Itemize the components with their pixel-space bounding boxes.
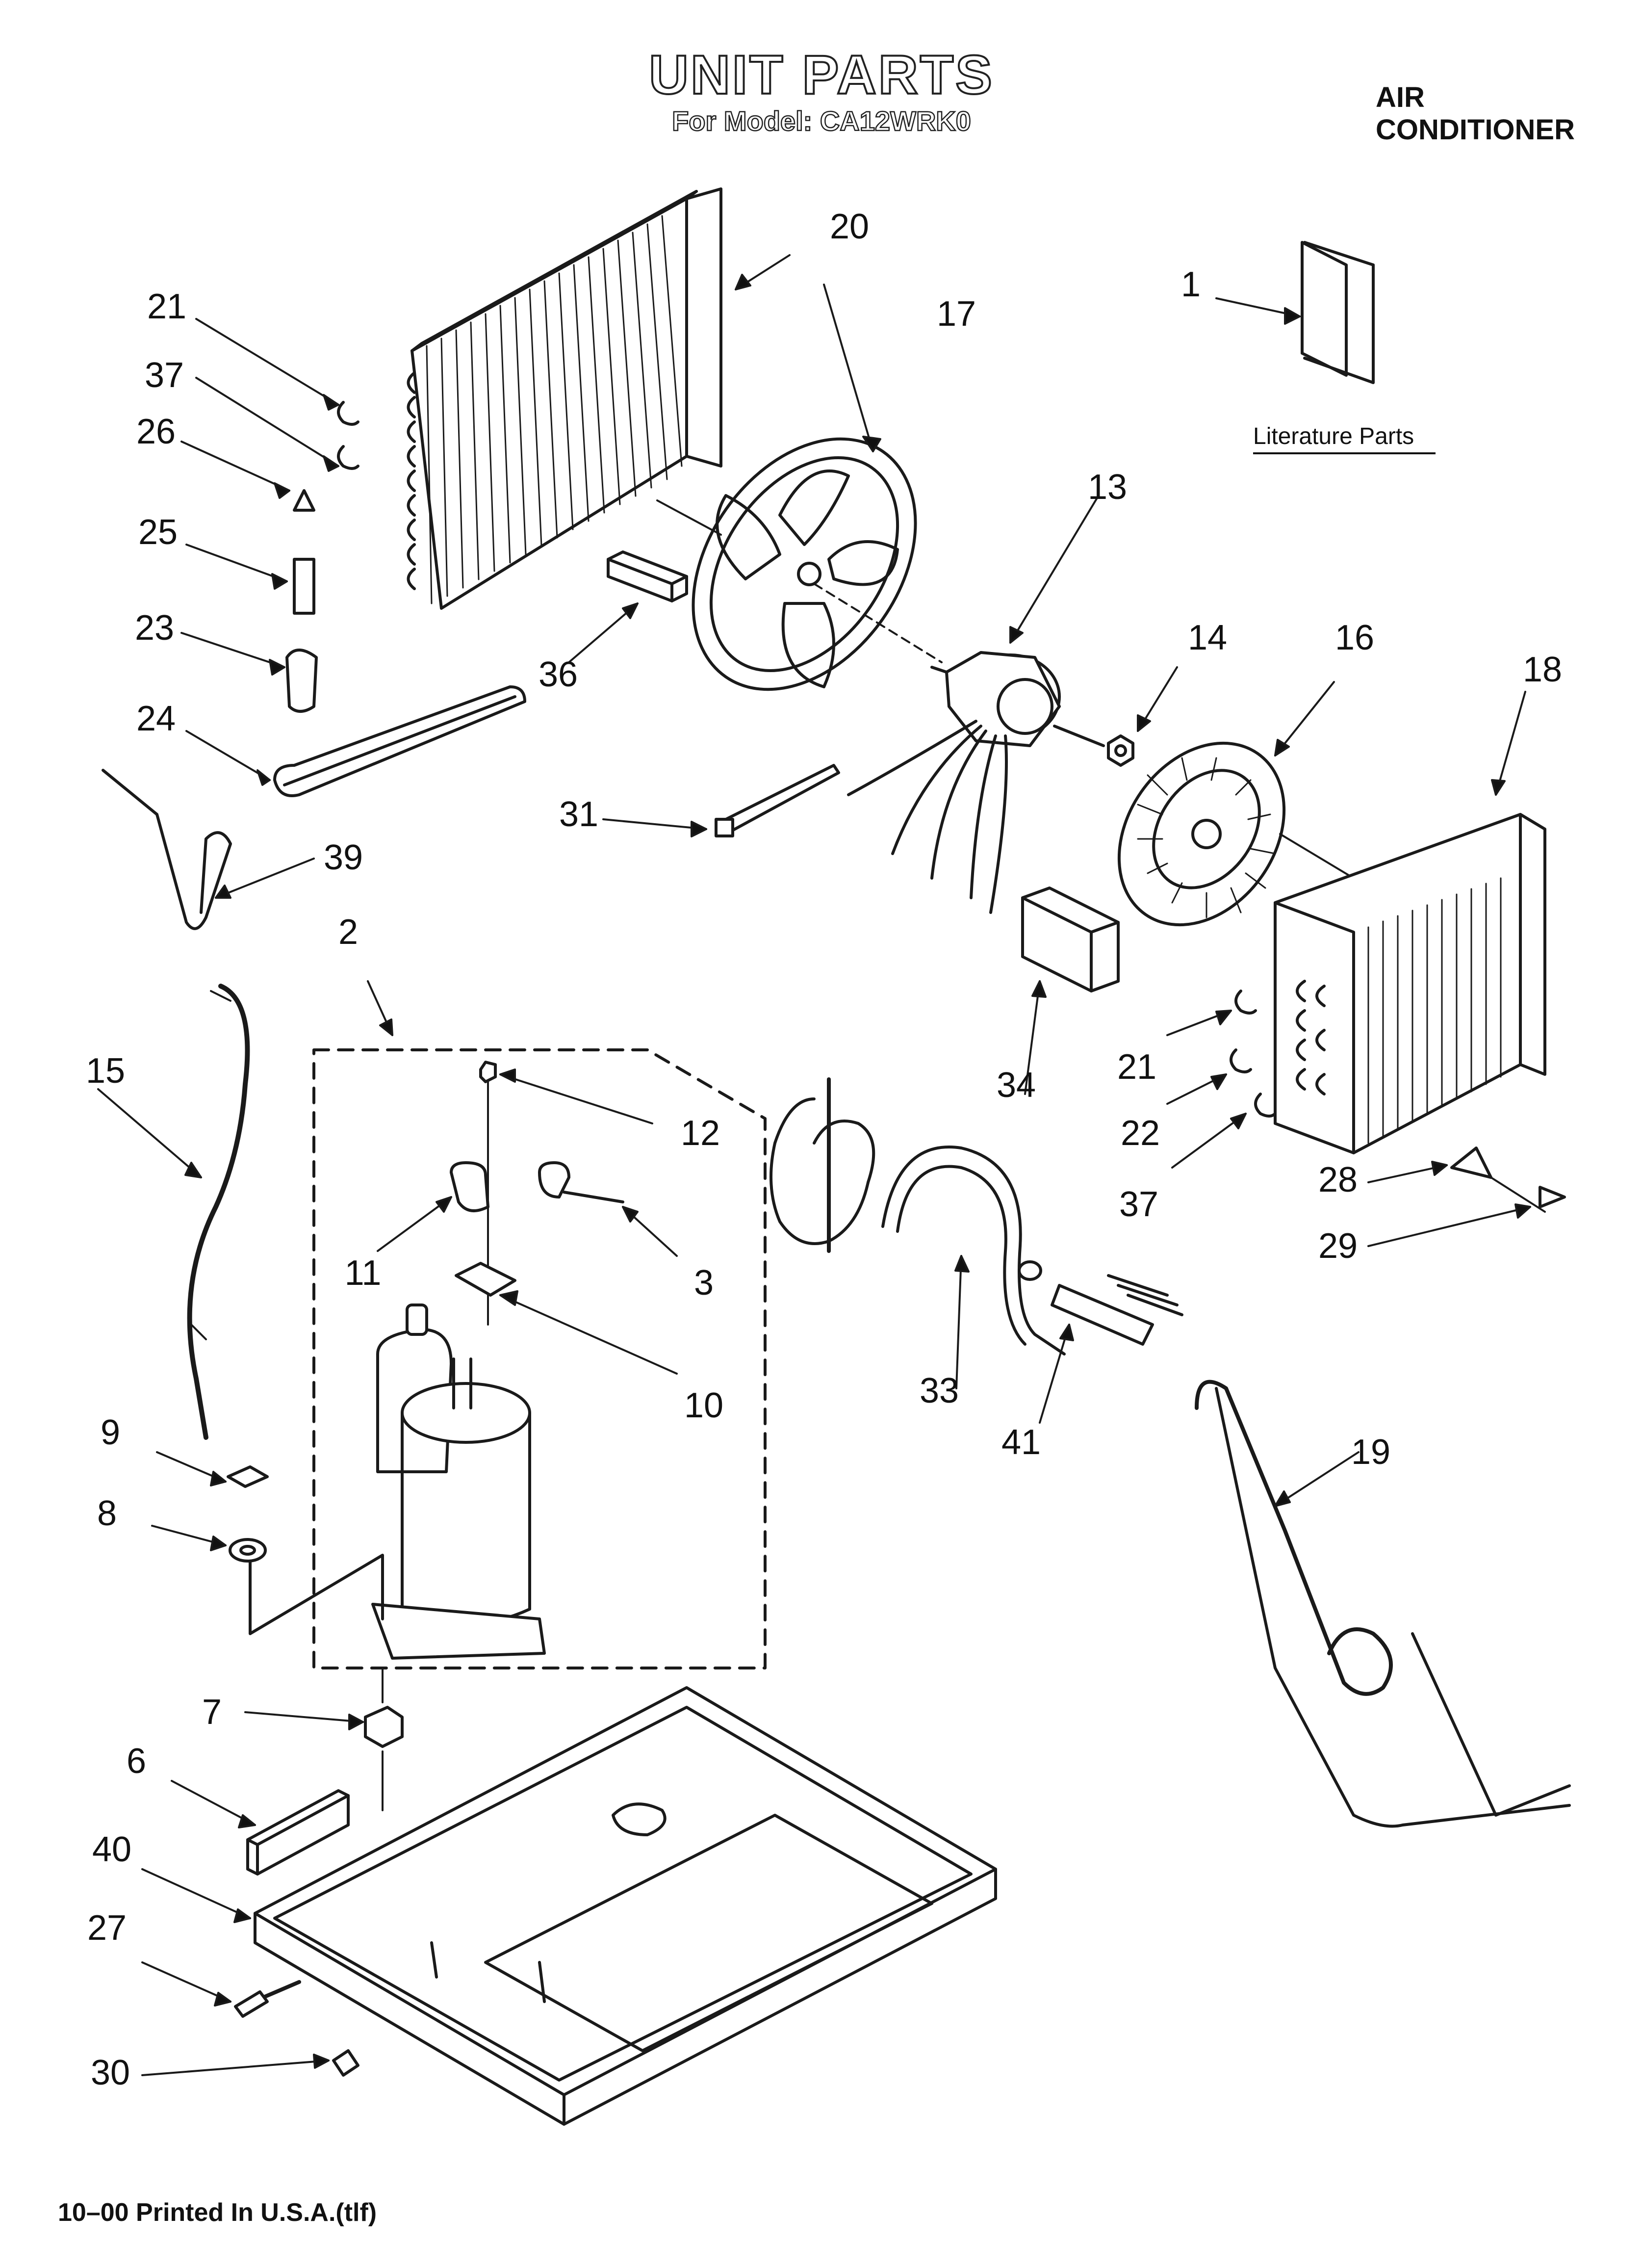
- callout-number: 37: [144, 356, 184, 395]
- callout-number: 2: [338, 912, 359, 952]
- screw-part: [234, 1980, 301, 2018]
- condenser-coil-part: [407, 187, 722, 610]
- motor-nut-part: [1107, 734, 1134, 767]
- foam-pad-part: [1021, 886, 1120, 992]
- callout-number: 3: [693, 1263, 714, 1303]
- insulation-block-part: [607, 550, 688, 602]
- right-fittings-parts: [1230, 990, 1566, 1213]
- callout-number: 9: [100, 1413, 121, 1452]
- cable-tie-part: [715, 764, 840, 837]
- shim-block-part: [246, 1789, 350, 1876]
- callout-number: 21: [1117, 1047, 1157, 1087]
- callout-number: 33: [919, 1371, 959, 1410]
- callout-number: 14: [1187, 618, 1228, 657]
- page-title: UNIT PARTS: [648, 43, 994, 106]
- wire-harness-part: [187, 984, 250, 1440]
- callout-number: 26: [136, 412, 176, 451]
- base-pan-part: [254, 1686, 997, 2126]
- callout-number: 12: [680, 1114, 720, 1153]
- callout-number: 25: [138, 513, 178, 552]
- fan-shroud-part: [656, 437, 917, 691]
- callout-number: 34: [996, 1066, 1036, 1105]
- callout-number: 27: [87, 1908, 127, 1948]
- callout-number: 23: [134, 608, 175, 648]
- strap-part: [102, 769, 232, 930]
- callout-number: 22: [1120, 1114, 1160, 1153]
- callout-number: 15: [85, 1051, 126, 1091]
- callout-number: 11: [344, 1253, 382, 1293]
- blower-wheel-part: [1117, 741, 1355, 927]
- callout-number: 21: [147, 287, 187, 326]
- print-footer: 10–00 Printed In U.S.A.(tlf): [58, 2198, 377, 2227]
- callout-number: 20: [829, 207, 870, 246]
- product-type-line-1: AIR: [1376, 81, 1425, 113]
- vent-hose-part: [770, 1077, 1074, 1364]
- callout-number: 31: [559, 795, 599, 834]
- tube-bundle-part: [1051, 1274, 1183, 1346]
- fan-motor-part: [813, 583, 1105, 914]
- mounting-strap-part: [1195, 1380, 1571, 1828]
- literature-booklet-part: [1301, 241, 1375, 384]
- callout-number: 13: [1087, 468, 1128, 507]
- callout-number: 16: [1334, 618, 1375, 657]
- callout-number: 1: [1180, 265, 1201, 304]
- product-type-line-2: CONDITIONER: [1376, 114, 1575, 146]
- clip-part: [332, 2049, 359, 2077]
- callout-number: 17: [936, 294, 976, 334]
- model-subtitle: For Model: CA12WRK0: [671, 105, 972, 137]
- callout-number: 10: [684, 1386, 724, 1425]
- callout-number: 29: [1318, 1226, 1358, 1266]
- callout-number: 30: [90, 2053, 130, 2092]
- callout-number: 37: [1119, 1185, 1159, 1224]
- callout-number: 18: [1522, 650, 1563, 689]
- callout-leaders: [97, 254, 1531, 2076]
- callout-number: 7: [202, 1693, 222, 1732]
- literature-parts-label: Literature Parts: [1253, 423, 1414, 449]
- literature-underline: [1253, 452, 1436, 454]
- evaporator-coil-part: [1274, 813, 1546, 1154]
- callout-number: 19: [1351, 1433, 1391, 1472]
- callout-number: 36: [538, 655, 578, 694]
- callout-number: 39: [323, 838, 363, 877]
- compressor-assembly-part: [249, 1048, 767, 1669]
- grommet-parts: [227, 1465, 404, 1811]
- callout-number: 6: [126, 1742, 147, 1781]
- tubing-fittings-parts: [273, 401, 526, 797]
- callout-number: 40: [92, 1830, 132, 1869]
- callout-number: 41: [1001, 1423, 1041, 1462]
- callout-number: 24: [136, 699, 176, 738]
- callout-number: 8: [97, 1494, 117, 1533]
- callout-number: 28: [1318, 1160, 1358, 1199]
